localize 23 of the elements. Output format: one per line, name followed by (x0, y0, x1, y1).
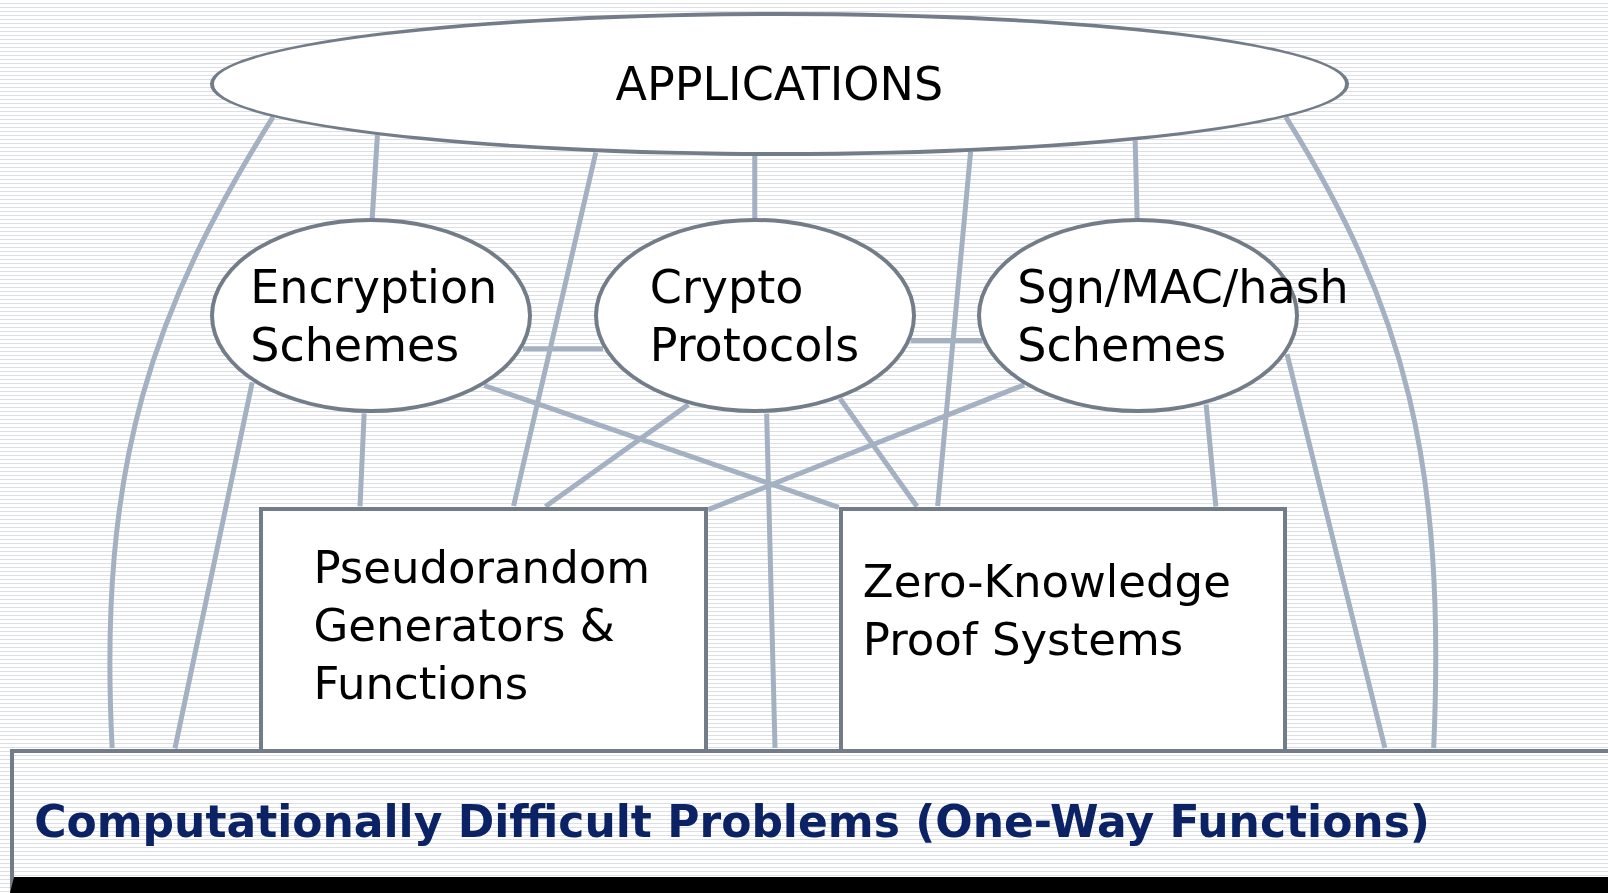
node-label: Computationally Difficult Problems (One-Way Functions) (34, 794, 1430, 849)
connector-line (107, 115, 276, 749)
node-label: Encryption Schemes (250, 258, 499, 374)
connector-line (1132, 140, 1140, 219)
node-label: Pseudorandom Generators & Functions (313, 539, 652, 712)
connector-line (752, 155, 758, 219)
connector-line (357, 413, 367, 507)
connector-line (1283, 115, 1439, 749)
foundation-band (10, 748, 1608, 893)
connector-line (172, 381, 255, 749)
node-label: Crypto Protocols (649, 258, 861, 374)
connector-line (707, 382, 1026, 513)
node-label: APPLICATIONS (615, 55, 944, 113)
connector-line (764, 413, 778, 748)
connector-line (369, 134, 380, 219)
connector-line (483, 383, 840, 510)
connector-line (838, 397, 920, 508)
connector-line (1284, 353, 1388, 749)
connector-line (1203, 404, 1219, 507)
connector-line (544, 402, 690, 509)
node-label: Sgn/MAC/hash Schemes (1017, 258, 1349, 374)
node-label: Zero-Knowledge Proof Systems (862, 553, 1232, 668)
connector-line (910, 337, 983, 343)
